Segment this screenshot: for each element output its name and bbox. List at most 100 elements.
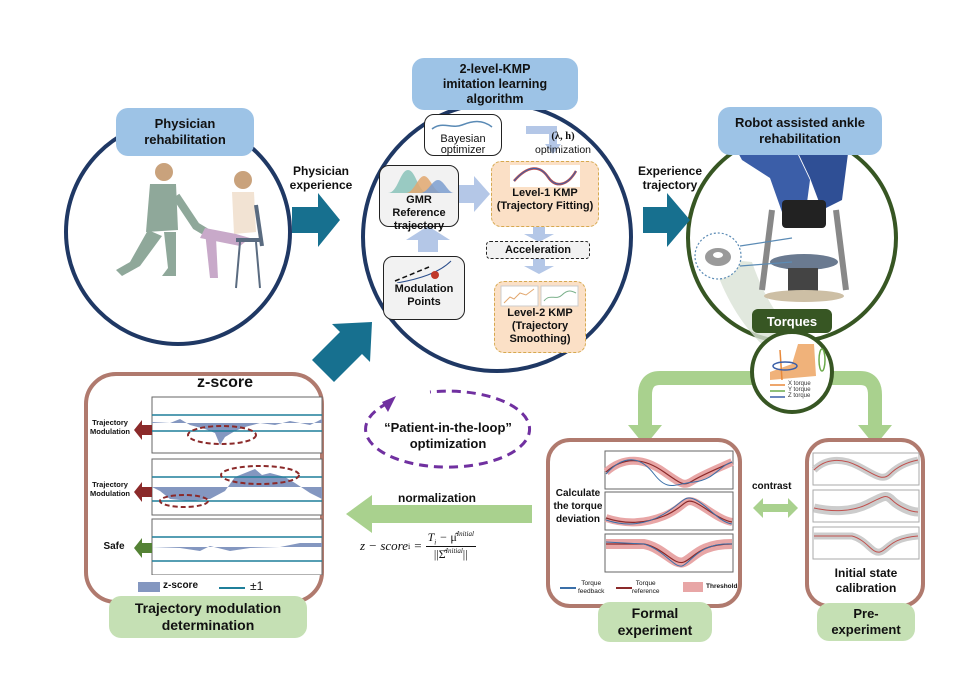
lambda-h-optimization: (λ, h) optimization: [528, 130, 598, 157]
smoothing-curve-icon: [500, 285, 579, 307]
physician-illustration: [116, 163, 264, 289]
feedback-arrow: [312, 322, 372, 382]
formula-mu: μ̂: [450, 530, 457, 544]
zscore-row-label-line: Trajectory: [92, 418, 128, 427]
zscore-plots: [151, 396, 323, 575]
legend-line: Torque: [581, 580, 602, 587]
threshold-legend-label: ±1: [250, 579, 264, 593]
optimization-label: optimization: [534, 143, 592, 156]
physician-experience-line: experience: [289, 178, 353, 193]
formula-sigma: ||Σ̂: [433, 547, 446, 562]
reference-legend-label: Torque reference: [632, 580, 659, 596]
bayesian-curve-icon: [431, 120, 493, 130]
modulation-line: Modulation: [394, 283, 454, 295]
formula-lhs-sub: i: [408, 541, 411, 551]
legend-line: reference: [632, 587, 660, 595]
torque-legend: X torque Y torque Z torque: [788, 381, 811, 399]
level1-line: (Trajectory Fitting): [496, 200, 594, 213]
x-torque-label: X torque: [788, 381, 811, 387]
feedback-line-2: [605, 497, 733, 525]
threshold-legend-swatch: [219, 587, 245, 589]
footer-line: experiment: [617, 622, 693, 638]
reference-legend-swatch: [616, 587, 632, 589]
zscore-fill-3: [152, 543, 322, 551]
pre-experiment-footer: Pre- experiment: [817, 603, 915, 641]
y-torque-label: Y torque: [788, 387, 811, 393]
robot-illustration: [694, 138, 850, 302]
bayesian-line: Bayesian: [440, 133, 486, 145]
legend-line: Torque: [635, 580, 656, 587]
gmr-to-level1-arrow: [454, 176, 490, 212]
zscore-row-1-label: Trajectory Modulation: [86, 418, 134, 437]
pre-mean-3: [814, 535, 919, 553]
formula-fraction: Ti − μ̂Initial ||Σ̂Initial||: [425, 530, 476, 562]
experience-trajectory-label: Experience trajectory: [632, 164, 708, 193]
physician-experience-label: Physician experience: [284, 164, 358, 193]
legend-line: feedback: [578, 587, 605, 595]
modulation-line: Points: [407, 296, 441, 309]
zscore-row-2-label: Trajectory Modulation: [86, 480, 134, 499]
zscore-title: z-score: [196, 374, 254, 391]
torque-to-formal-arrowhead: [628, 425, 662, 446]
pre-mean-2: [813, 496, 919, 513]
bayes-arrowhead: [545, 144, 561, 154]
torque-plots-formal: [604, 450, 734, 573]
feedback-legend-swatch: [560, 587, 576, 589]
contrast-label: contrast: [752, 481, 792, 492]
robot-title-box: Robot assisted ankle rehabilitation: [718, 107, 882, 155]
caption-line: calibration: [835, 581, 897, 595]
formula-t: T: [427, 530, 435, 544]
torque-to-pre-arrowhead: [858, 425, 892, 446]
footer-line: experiment: [831, 622, 901, 637]
level1-line: Level-1 KMP: [512, 187, 578, 199]
deviation-line: deviation: [556, 514, 600, 525]
formula-denominator: ||Σ̂Initial||: [434, 547, 468, 562]
safe-arrow-icon: [134, 538, 152, 558]
feedback-line-1: [605, 459, 733, 486]
level2-line: (Trajectory: [511, 320, 569, 333]
contrast-double-arrow: [753, 498, 798, 518]
deviation-line: Calculate: [555, 488, 601, 499]
deviation-line: the torque: [553, 501, 603, 512]
patient-loop-arrowhead: [382, 396, 396, 412]
experience-trajectory-arrow: [643, 193, 690, 247]
z-torque-label: Z torque: [788, 393, 811, 399]
level1-kmp-box: Level-1 KMP (Trajectory Fitting): [491, 161, 599, 227]
torque-plots-pre: [812, 452, 920, 560]
physician-experience-line: Physician: [292, 164, 350, 178]
formula-sup: Initial: [445, 547, 463, 556]
zscore-row-label-line: Modulation: [90, 489, 130, 499]
footer-line: Pre-: [853, 605, 879, 621]
threshold-legend-swatch-formal: [683, 582, 703, 592]
formula-numerator: Ti − μ̂Initial: [425, 530, 476, 548]
zscore-fill-1: [152, 419, 322, 445]
trajectory-modulation-footer: Trajectory modulation determination: [109, 596, 307, 638]
physician-title-line: Physician: [154, 116, 216, 132]
zscore-row-label-line: Modulation: [90, 427, 130, 437]
formal-experiment-footer: Formal experiment: [598, 602, 712, 642]
formula-lhs: z − score: [360, 538, 409, 554]
reference-line-1: [605, 460, 733, 485]
level2-line: Smoothing): [509, 333, 571, 346]
trajectory-fit-icon: [510, 165, 580, 187]
robot-title-line: rehabilitation: [759, 131, 841, 146]
formula-sup: Initial: [456, 530, 474, 538]
formula-norm-end: ||: [462, 547, 468, 562]
zscore-legend-fill-label: z-score: [163, 580, 199, 591]
zscore-legend-swatch: [138, 582, 160, 592]
bayesian-line: optimizer: [440, 144, 486, 157]
reference-line-2: [605, 500, 733, 523]
normalization-arrow: [346, 495, 532, 533]
anomaly-highlight-2a: [220, 465, 300, 485]
algorithm-title-box: 2-level-KMP imitation learning algorithm: [412, 58, 578, 110]
zscore-row-3-label: Safe: [103, 541, 125, 552]
accel-to-level2-arrow: [524, 258, 554, 274]
anomaly-highlight-1: [187, 425, 257, 445]
modulation-arrow-icon-2: [134, 482, 152, 502]
torques-label: Torques: [752, 309, 832, 333]
loop-line: “Patient-in-the-loop”: [384, 420, 512, 435]
gmr-reference-box: GMR Reference trajectory: [379, 165, 459, 232]
level2-kmp-box: Level-2 KMP (Trajectory Smoothing): [494, 281, 586, 353]
level1-to-accel-arrow: [524, 226, 554, 242]
